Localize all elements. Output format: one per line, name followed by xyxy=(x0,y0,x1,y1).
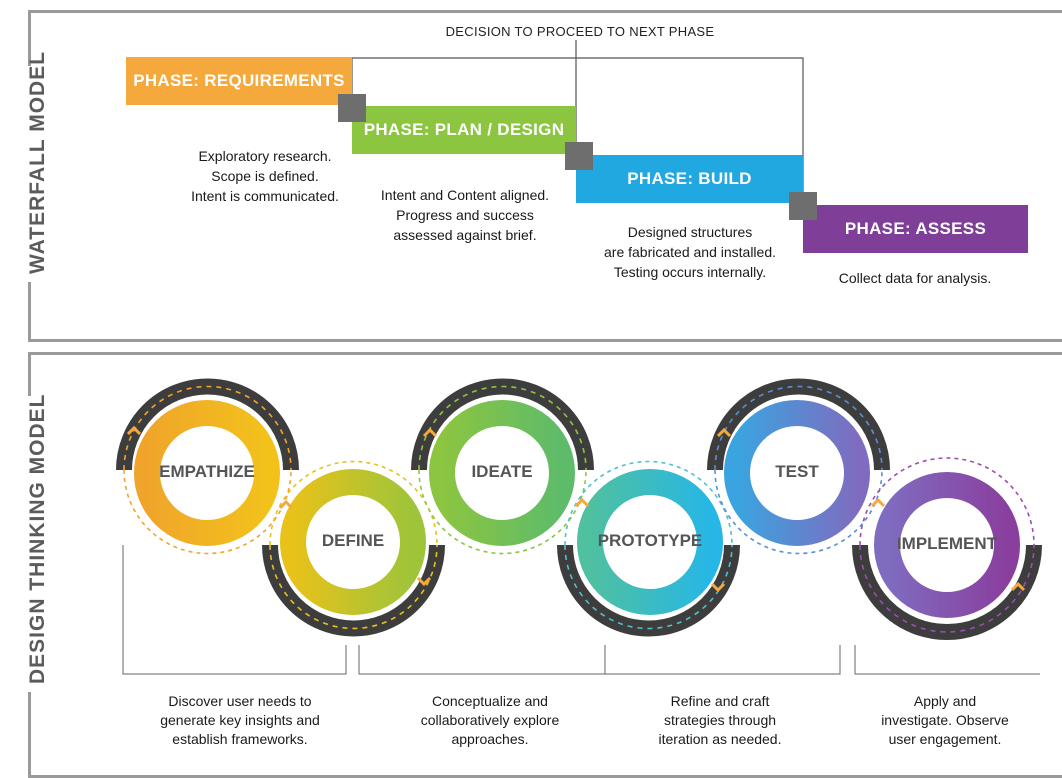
phase-plan-design: PHASE: PLAN / DESIGN xyxy=(352,106,576,154)
define-ring xyxy=(280,469,426,615)
phase-connector xyxy=(338,94,366,122)
ideate-ring xyxy=(429,400,575,546)
discover-desc: Discover user needs to generate key insi… xyxy=(160,693,320,747)
stage-define: DEFINE xyxy=(321,531,385,550)
test-ring xyxy=(724,400,870,546)
stage-empathize: EMPATHIZE xyxy=(159,462,255,481)
phase-connector xyxy=(789,192,817,220)
refine-desc: Refine and craft strategies through iter… xyxy=(658,693,782,747)
implement-ring xyxy=(874,472,1020,618)
build-desc: Designed structures are fabricated and i… xyxy=(604,224,776,280)
road-dashes xyxy=(123,385,1035,633)
phase-assess: PHASE: ASSESS xyxy=(803,205,1028,253)
decision-caption: DECISION TO PROCEED TO NEXT PHASE xyxy=(445,24,715,39)
assess-desc: Collect data for analysis. xyxy=(838,270,992,286)
prototype-ring xyxy=(577,469,723,615)
stage-prototype: PROTOTYPE xyxy=(597,531,703,550)
arrow-icons xyxy=(126,425,1026,593)
phase-connector xyxy=(565,142,593,170)
stage-rings xyxy=(134,400,1020,618)
plan-design-desc: Intent and Content aligned. Progress and… xyxy=(380,187,550,243)
phase-build: PHASE: BUILD xyxy=(576,155,803,203)
empathize-ring xyxy=(134,400,280,546)
phase-requirements: PHASE: REQUIREMENTS xyxy=(126,57,352,105)
requirements-desc: Exploratory research. Scope is defined. … xyxy=(191,148,339,204)
stage-test: TEST xyxy=(775,462,819,481)
stage-brackets xyxy=(122,545,1040,675)
conceptualize-desc: Conceptualize and collaboratively explor… xyxy=(420,693,560,747)
stage-ideate: IDEATE xyxy=(471,462,533,481)
stage-implement: IMPLEMENT xyxy=(896,534,998,553)
dotted-arcs xyxy=(123,457,1035,555)
apply-desc: Apply and investigate. Observe user enga… xyxy=(881,693,1009,747)
